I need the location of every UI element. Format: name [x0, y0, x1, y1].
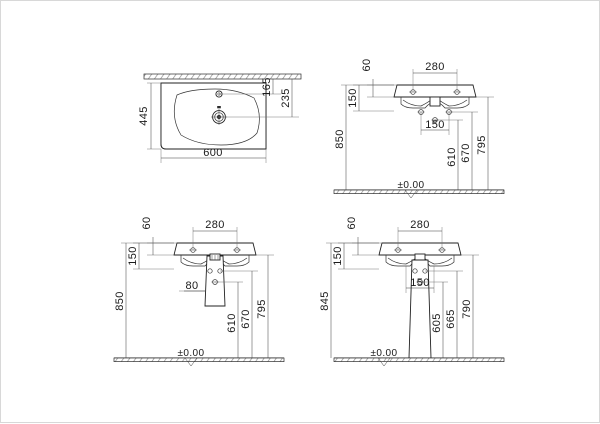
- supply-point-left-fullped: [412, 268, 418, 274]
- dim-610-wallhung: 610: [446, 147, 458, 167]
- dim-850-wallhung: 850: [334, 129, 346, 149]
- wall-hatch-band: [143, 73, 302, 80]
- dim-depth-445: 445: [138, 106, 150, 126]
- view-wall-hung: ±0.00 60 150 280 150 850 610 670: [333, 58, 505, 199]
- level-label-halfped: ±0.00: [178, 348, 205, 359]
- waste-stub-wallhung: [429, 96, 441, 107]
- level-symbol-halfped: [184, 357, 198, 367]
- dim-670-wallhung: 670: [460, 143, 472, 163]
- bowl-shade-left-wallhung: [402, 99, 432, 107]
- basin-slab-halfped: [173, 242, 257, 256]
- dim-850-halfped: 850: [114, 291, 126, 311]
- dim-665-fullped: 665: [445, 309, 457, 329]
- dim-waste-150-wallhung: 150: [425, 119, 445, 131]
- dim-60-wallhung: 60: [361, 58, 373, 71]
- floor-hatch-wallhung: [333, 189, 505, 194]
- dim-tap-165: 165: [261, 77, 273, 97]
- full-pedestal-column: [408, 259, 432, 359]
- view-top-plan: 445 600 165 235: [138, 73, 302, 163]
- overflow-slot-icon: [217, 106, 221, 109]
- dim-610-halfped: 610: [226, 313, 238, 333]
- dim-845-fullped: 845: [319, 291, 331, 311]
- level-symbol-fullped: [377, 357, 391, 367]
- dim-60-fullped: 60: [346, 216, 358, 229]
- dim-150-wallhung: 150: [347, 88, 359, 108]
- dim-rim-235: 235: [280, 88, 292, 108]
- basin-slab-fullped: [378, 242, 462, 256]
- floor-hatch-fullped: [333, 357, 505, 362]
- dim-150-halfped: 150: [127, 246, 139, 266]
- level-label-fullped: ±0.00: [371, 348, 398, 359]
- dim-795-wallhung: 795: [476, 135, 488, 155]
- basin-slab-wallhung: [393, 84, 477, 98]
- dim-280-wallhung: 280: [425, 61, 445, 73]
- floor-hatch-halfped: [113, 357, 285, 362]
- dim-80-halfped: 80: [185, 280, 198, 292]
- basin-bowl-plan: [173, 88, 260, 146]
- dim-60-halfped: 60: [141, 216, 153, 229]
- level-label-wallhung: ±0.00: [398, 180, 425, 191]
- dim-280-halfped: 280: [205, 219, 225, 231]
- bowl-shade-right-wallhung: [438, 99, 468, 107]
- dim-width-600: 600: [203, 147, 223, 159]
- dim-605-fullped: 605: [431, 313, 443, 333]
- level-symbol-wallhung: [404, 189, 418, 199]
- dim-795-halfped: 795: [256, 299, 268, 319]
- dim-790-fullped: 790: [461, 299, 473, 319]
- supply-point-left-halfped: [207, 268, 213, 274]
- dim-670-halfped: 670: [240, 309, 252, 329]
- dim-280-fullped: 280: [410, 219, 430, 231]
- dim-waste-150-fullped: 150: [410, 277, 430, 289]
- view-half-pedestal: ±0.00 60 150 280 80 850 610 670: [113, 216, 285, 367]
- view-full-pedestal: ±0.00 60 150 280 150 845 605 665: [319, 216, 505, 367]
- waste-stub-fullped: [414, 253, 426, 261]
- dim-150-fullped: 150: [332, 246, 344, 266]
